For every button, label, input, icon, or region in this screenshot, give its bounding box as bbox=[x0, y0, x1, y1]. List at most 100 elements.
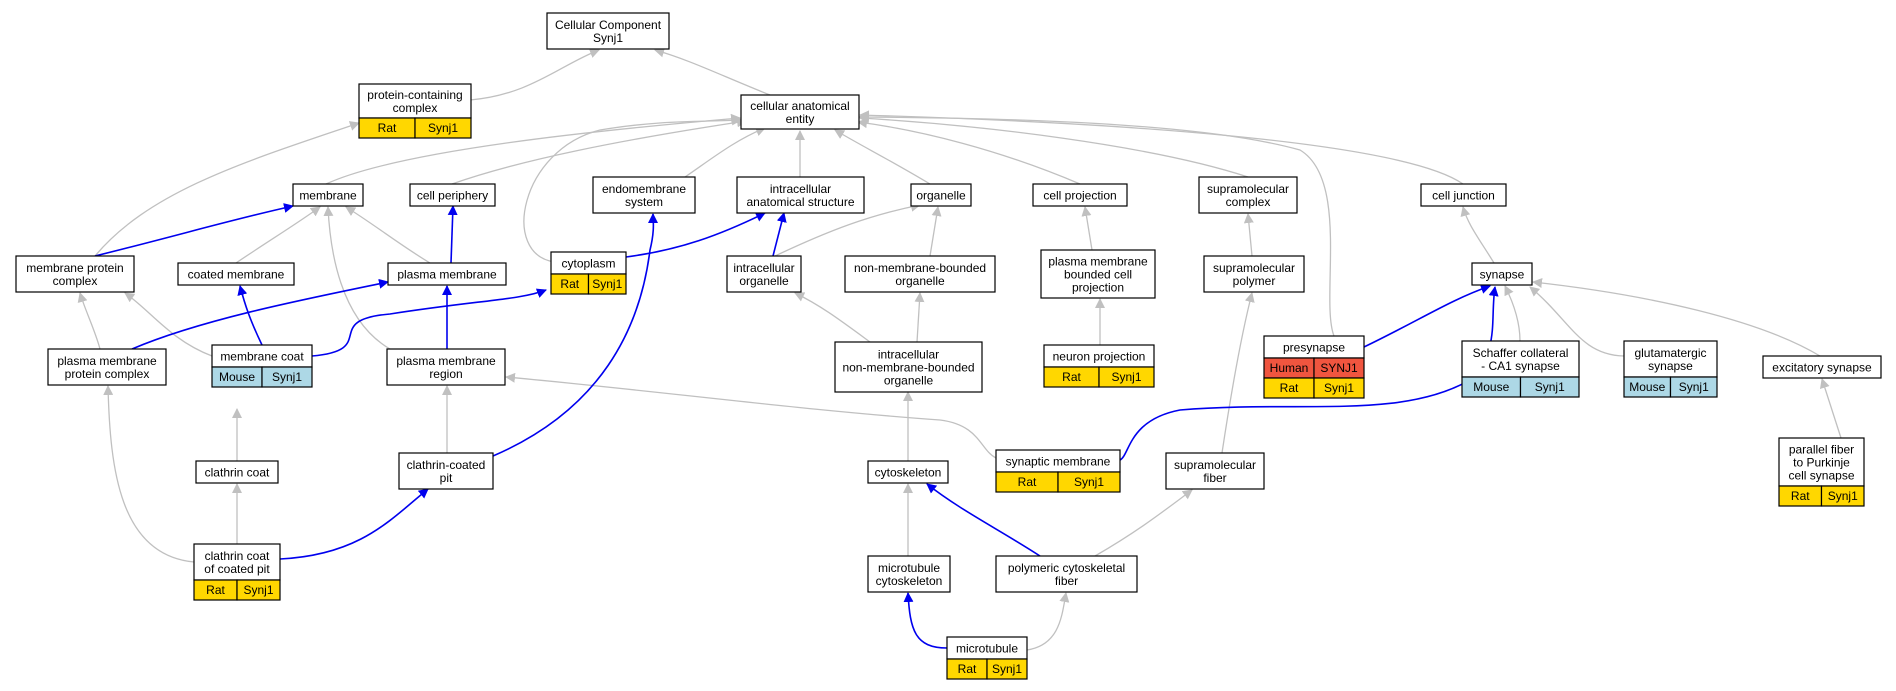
gene-label: Synj1 bbox=[243, 583, 273, 597]
node-label: cellular anatomical bbox=[750, 99, 849, 113]
node-label: - CA1 synapse bbox=[1481, 359, 1560, 373]
node-cellproj: cell projection bbox=[1032, 183, 1128, 207]
edge-memcoat-cytoplasm bbox=[311, 288, 547, 357]
edge-pmpc-mpc bbox=[77, 292, 101, 350]
node-box bbox=[177, 262, 295, 286]
edge-presynapse-synapse bbox=[1363, 284, 1491, 348]
gene-label: Synj1 bbox=[1679, 380, 1709, 394]
node-plasmamem: plasma membrane bbox=[387, 262, 507, 286]
node-inmbo: intracellularnon-membrane-boundedorganel… bbox=[834, 341, 983, 393]
edge-mpc-membrane bbox=[94, 203, 294, 257]
edge-plasmamem-cellperiph bbox=[447, 205, 458, 264]
species-row-mouse: Mouse Synj1 bbox=[1623, 376, 1718, 398]
node-label: polymer bbox=[1233, 274, 1276, 288]
node-label: intracellular bbox=[733, 261, 794, 275]
node-label: protein-containing bbox=[367, 88, 462, 102]
node-celljunction: cell junction bbox=[1420, 183, 1507, 207]
edges-layer bbox=[77, 47, 1842, 651]
edge-cae-root bbox=[654, 47, 771, 96]
node-box bbox=[834, 341, 983, 393]
organism-label: Rat bbox=[378, 121, 397, 135]
node-box bbox=[740, 94, 860, 130]
node-label: organelle bbox=[916, 189, 966, 203]
edge-pfpurk-excsyn bbox=[1819, 378, 1842, 439]
edge-memcoat-mpc bbox=[124, 292, 213, 357]
node-label: intracellular bbox=[770, 182, 831, 196]
gene-label: Synj1 bbox=[272, 370, 302, 384]
node-label: Schaffer collateral bbox=[1473, 346, 1569, 360]
species-row-rat: Rat Synj1 bbox=[550, 273, 627, 295]
node-box bbox=[1471, 262, 1533, 286]
edge-plasmamem-membrane bbox=[345, 206, 431, 264]
gene-cell bbox=[414, 117, 472, 139]
gene-label: Synj1 bbox=[1111, 370, 1141, 384]
edge-cytoplasm-ias bbox=[625, 212, 766, 258]
node-box bbox=[193, 543, 281, 581]
node-label: synapse bbox=[1648, 359, 1693, 373]
gene-label: Synj1 bbox=[592, 277, 622, 291]
node-label: of coated pit bbox=[204, 562, 270, 576]
edge-intraorg-ias bbox=[772, 212, 787, 257]
gene-cell bbox=[261, 366, 313, 388]
node-cytoskel: cytoskeleton bbox=[867, 460, 949, 484]
node-label: plasma membrane bbox=[57, 354, 157, 368]
edge-microtubule-mtcytoskel bbox=[903, 592, 948, 649]
node-label: complex bbox=[393, 101, 438, 115]
edge-endomem-cae bbox=[684, 126, 766, 178]
organism-label: Mouse bbox=[1629, 380, 1665, 394]
organism-label: Rat bbox=[560, 277, 579, 291]
node-box bbox=[1198, 176, 1298, 214]
node-label: plasma membrane bbox=[396, 354, 496, 368]
edge-memcoat-coatedmem bbox=[237, 285, 263, 346]
node-box bbox=[1032, 183, 1128, 207]
organism-label: Rat bbox=[1791, 489, 1810, 503]
node-label: microtubule bbox=[956, 642, 1018, 656]
node-box bbox=[1165, 452, 1265, 490]
edge-cellproj-cae bbox=[857, 118, 1081, 185]
node-box bbox=[409, 183, 496, 207]
node-label: membrane bbox=[299, 189, 357, 203]
node-label: complex bbox=[1226, 195, 1271, 209]
node-box bbox=[387, 262, 507, 286]
node-label: synaptic membrane bbox=[1006, 455, 1111, 469]
node-clathrincoat: clathrin coat bbox=[195, 460, 279, 484]
node-membrane: membrane bbox=[292, 183, 364, 207]
node-label: plasma membrane bbox=[1048, 255, 1148, 269]
edge-organelle-cae bbox=[834, 129, 931, 185]
node-label: cell projection bbox=[1043, 189, 1116, 203]
edge-synmem-pmregion bbox=[505, 372, 997, 459]
species-row-rat: Rat Synj1 bbox=[1043, 366, 1155, 388]
node-box bbox=[47, 348, 167, 386]
node-box bbox=[358, 83, 472, 119]
node-label: non-membrane-bounded bbox=[842, 361, 974, 375]
edge-inmbo-intraorg bbox=[794, 292, 871, 343]
node-box bbox=[867, 555, 951, 593]
edge-excsyn-synapse bbox=[1532, 278, 1821, 357]
edge-presynapse-cae bbox=[858, 112, 1335, 337]
edge-membrane-cae bbox=[325, 113, 741, 185]
node-label: clathrin coat bbox=[205, 549, 270, 563]
node-box bbox=[1623, 340, 1718, 378]
gene-cell bbox=[236, 579, 281, 601]
gene-label: Synj1 bbox=[1324, 381, 1354, 395]
organism-label: Rat bbox=[1062, 370, 1081, 384]
edge-pcf-cytoskel bbox=[926, 483, 1041, 557]
node-excsyn: excitatory synapse bbox=[1762, 355, 1882, 379]
node-coatedmem: coated membrane bbox=[177, 262, 295, 286]
node-label: microtubule bbox=[878, 561, 940, 575]
